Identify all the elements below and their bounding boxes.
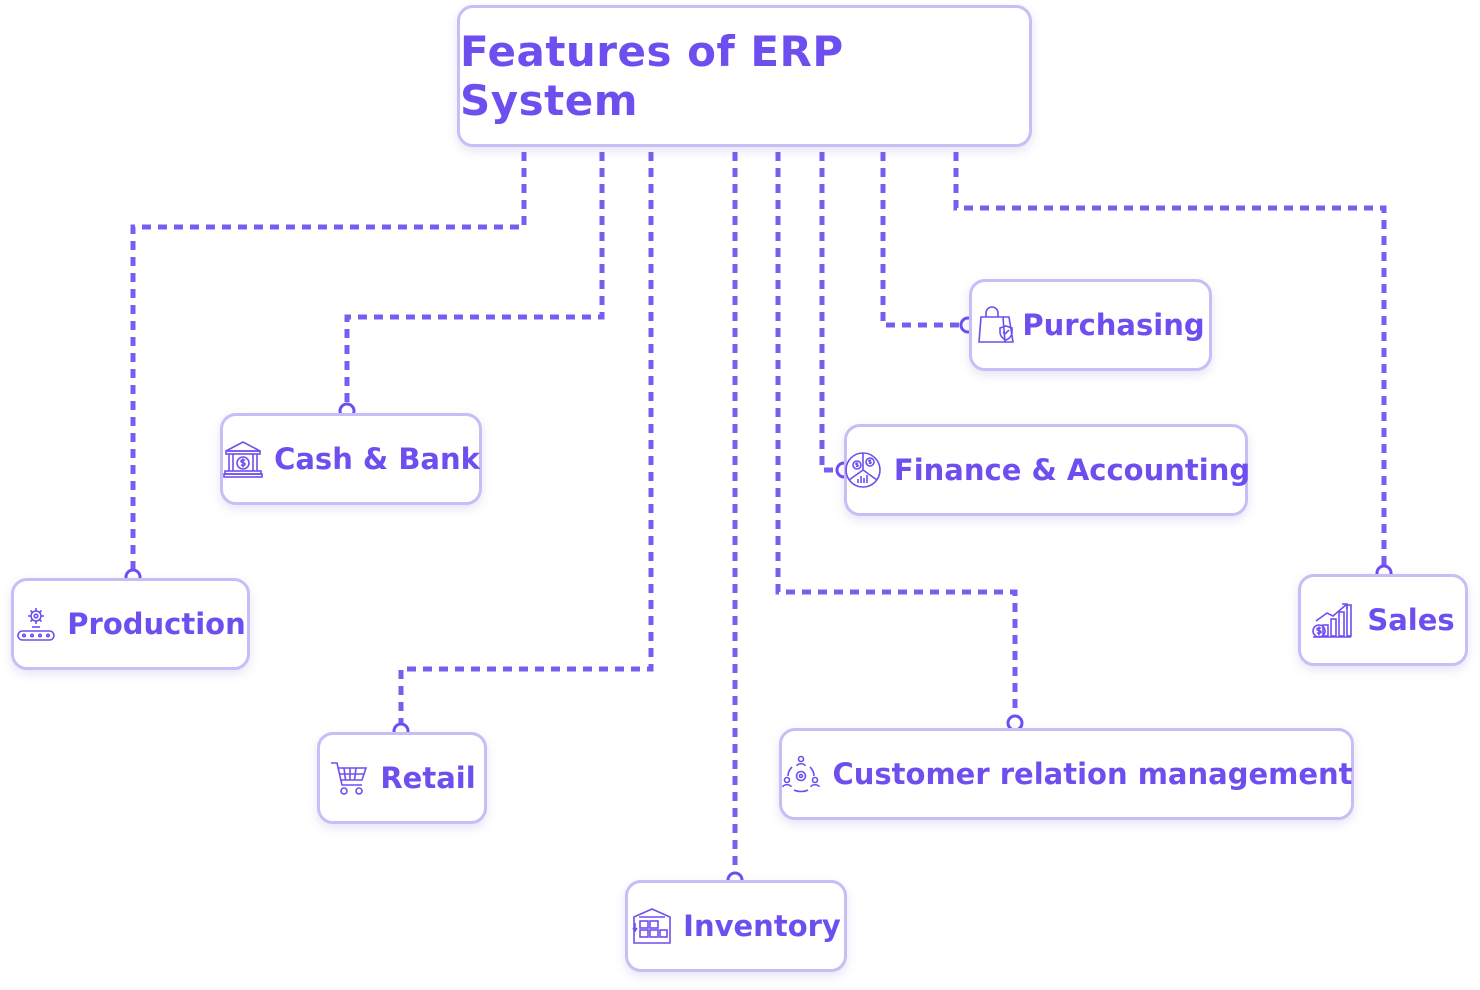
node-purchasing[interactable]: Purchasing [969,279,1212,371]
node-label: Purchasing [1022,308,1205,342]
growth-chart-icon [1311,599,1353,641]
node-label: Cash & Bank [274,442,480,476]
title-box: Features of ERP System [457,5,1032,147]
node-sales[interactable]: Sales [1298,574,1468,666]
bank-icon [222,438,264,480]
node-cash-bank[interactable]: Cash & Bank [220,413,482,505]
node-label: Finance & Accounting [893,453,1251,487]
shopping-cart-icon [328,757,370,799]
node-label: Sales [1367,603,1455,637]
connector-cash-bank [344,152,605,412]
connector-finance [819,152,843,473]
warehouse-icon [631,905,673,947]
page-title: Features of ERP System [460,27,844,125]
network-people-icon [780,753,822,795]
node-label: Retail [380,761,476,795]
node-inventory[interactable]: Inventory [625,880,847,972]
shopping-bag-icon [976,304,1018,346]
conveyor-gear-icon [15,603,57,645]
node-label: Customer relation management [832,757,1353,791]
connector-retail [398,152,654,731]
pie-chart-dollar-icon [842,449,884,491]
connector-production [130,152,527,578]
connector-crm [775,152,1018,723]
node-label: Inventory [683,909,841,943]
node-crm[interactable]: Customer relation management [779,728,1354,820]
connector-purchasing [880,152,968,328]
node-finance[interactable]: Finance & Accounting [842,424,1251,516]
node-label: Production [67,607,246,641]
node-production[interactable]: Production [11,578,250,670]
node-retail[interactable]: Retail [317,732,487,824]
